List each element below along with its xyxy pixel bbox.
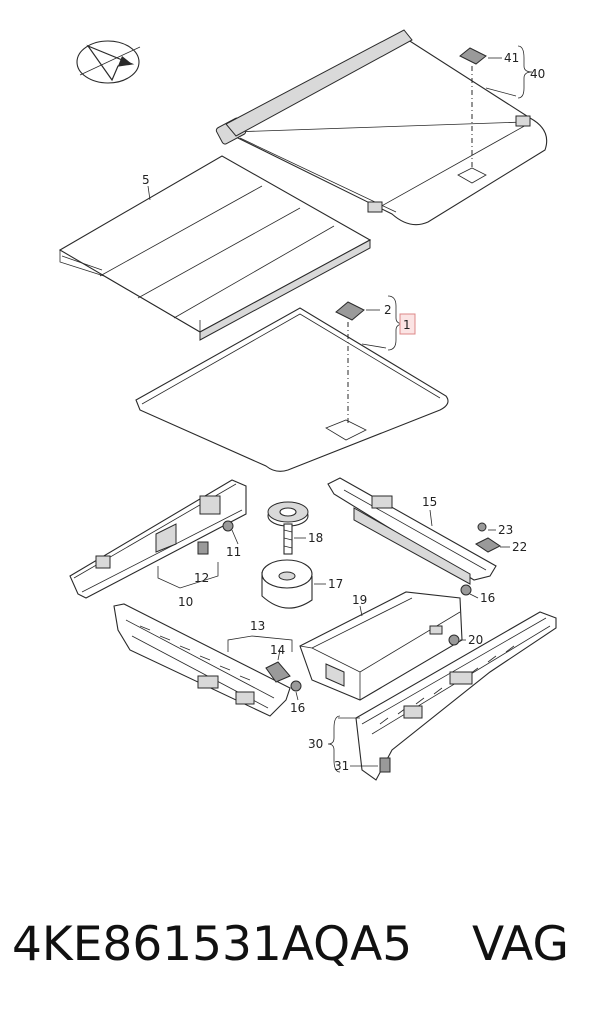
orientation-compass-icon: [76, 40, 141, 84]
part-40-luggage-cover: [215, 29, 548, 226]
part-16-clip-left: [290, 680, 302, 701]
label-23: 23: [498, 523, 513, 537]
label-12: 12: [194, 571, 209, 585]
label-41: 41: [504, 51, 519, 65]
part-19-storage-tray: [299, 591, 463, 701]
highlight-box: [399, 313, 416, 335]
label-2: 2: [384, 303, 392, 317]
part-20-clip: [448, 634, 466, 646]
part-18-threaded-knob: [267, 501, 309, 555]
part-17-spacer-block: [261, 559, 326, 609]
label-11: 11: [226, 545, 241, 559]
part-23-screw: [477, 522, 496, 532]
brand: VAG: [471, 917, 569, 972]
label-18: 18: [308, 531, 323, 545]
label-31: 31: [334, 759, 349, 773]
part-11-clip: [222, 520, 239, 545]
part-30-load-sill-trim: [355, 611, 557, 781]
label-22: 22: [512, 540, 527, 554]
parts-diagram: 41 40 5 2 1 11: [58, 29, 557, 781]
label-15: 15: [422, 495, 437, 509]
label-30: 30: [308, 737, 323, 751]
part-22-bracket: [475, 537, 510, 553]
label-1: 1: [403, 318, 411, 332]
label-40: 40: [530, 67, 545, 81]
label-19: 19: [352, 593, 367, 607]
part-10-side-rail: [69, 479, 247, 599]
part-5-floor-panel: [58, 155, 372, 341]
part-14-cover: [265, 661, 291, 683]
label-5: 5: [142, 173, 150, 187]
part-number: 4KE861531AQA5: [12, 917, 413, 972]
label-16-right: 16: [480, 591, 495, 605]
part-2-handle: [335, 301, 380, 424]
label-14: 14: [270, 643, 285, 657]
part-1-floor-covering: [135, 307, 449, 472]
part-13-rear-trim: [113, 603, 291, 717]
label-20: 20: [468, 633, 483, 647]
part-31-clip: [379, 757, 391, 773]
label-17: 17: [328, 577, 343, 591]
part-15-side-rail: [327, 477, 497, 585]
part-41-clip: [459, 47, 502, 170]
footer-part-number: 4KE861531AQA5 VAG: [12, 905, 592, 985]
part-12-clip: [197, 541, 209, 555]
label-13: 13: [250, 619, 265, 633]
label-10: 10: [178, 595, 193, 609]
part-16-clip-right: [460, 584, 479, 599]
label-16-left: 16: [290, 701, 305, 715]
